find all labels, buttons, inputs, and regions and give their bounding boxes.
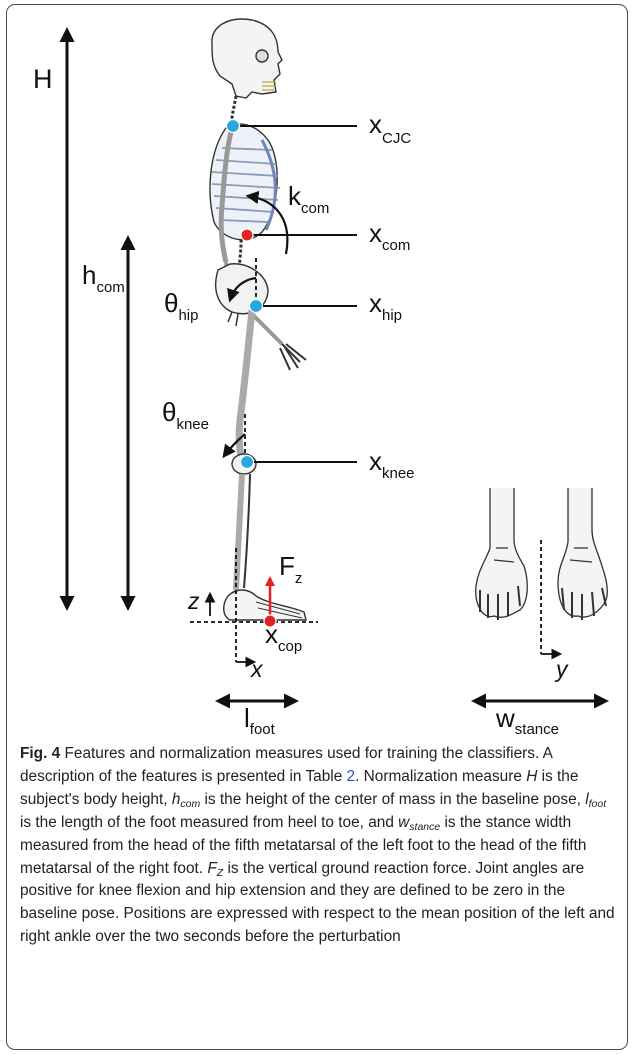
label-H: H bbox=[33, 64, 53, 94]
label-h-com: hcom bbox=[82, 260, 125, 296]
figure-caption: Fig. 4 Features and normalization measur… bbox=[20, 743, 620, 949]
cjc-marker bbox=[227, 120, 240, 133]
label-x-knee: xknee bbox=[369, 446, 415, 482]
label-x-cop: xcop bbox=[265, 619, 302, 655]
label-x-axis: x bbox=[250, 656, 264, 682]
label-k-com: kcom bbox=[288, 181, 329, 217]
label-w-stance: wstance bbox=[495, 703, 559, 738]
knee-marker bbox=[241, 456, 254, 469]
label-theta-knee: θknee bbox=[162, 397, 209, 433]
caption-label: Fig. 4 bbox=[20, 745, 60, 762]
hip-marker bbox=[250, 300, 263, 313]
label-y-axis: y bbox=[554, 656, 569, 682]
skeleton-illustration bbox=[210, 19, 306, 620]
label-F-z: Fz bbox=[279, 551, 302, 587]
label-z-axis: z bbox=[187, 588, 200, 614]
label-theta-hip: θhip bbox=[164, 288, 199, 324]
com-marker bbox=[241, 229, 253, 241]
label-x-hip: xhip bbox=[369, 288, 402, 324]
label-x-cjc: xCJC bbox=[369, 109, 411, 147]
table-reference-link[interactable]: 2 bbox=[347, 768, 356, 785]
label-l-foot: lfoot bbox=[244, 703, 276, 738]
figure-diagram: H xCJC kcom xcom hcom θhip xhip θknee xk… bbox=[0, 0, 635, 740]
label-x-com: xcom bbox=[369, 218, 410, 254]
